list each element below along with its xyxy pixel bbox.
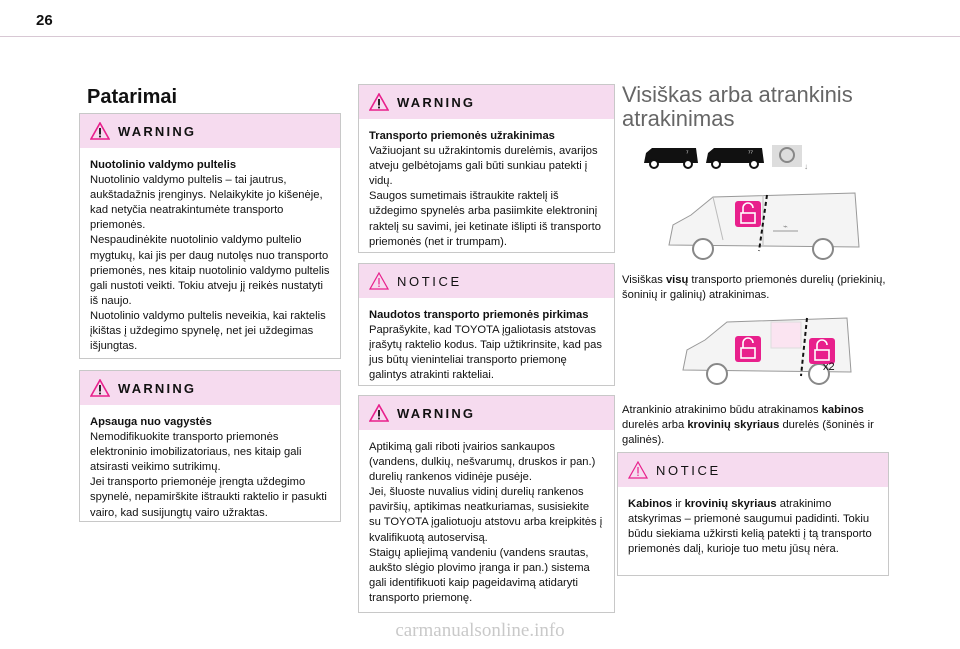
van-short-icon [644,148,698,169]
warning-header: WARNING [80,114,340,148]
warning-body: Apsauga nuo vagystės Nemodifikuokite tra… [80,405,340,531]
box-text: Nuotolinio valdymo pultelis – tai jautru… [90,174,330,353]
notice-label: NOTICE [656,462,721,478]
notice-body: Kabinos ir krovinių skyriaus atrakinimo … [628,498,872,556]
warning-triangle-icon [368,92,390,111]
warning-label: WARNING [118,123,197,139]
subsection-title: Visiškas arba atrankinis atrakinimas [622,82,853,131]
box-heading: Transporto priemonės užrakinimas [369,130,555,142]
warning-triangle-icon [89,121,111,140]
svg-text:x2: x2 [823,361,835,373]
figure-selective-unlock: x2 [677,310,877,390]
box-text: Paprašykite, kad TOYOTA įgaliotasis atst… [369,324,602,382]
warning-box-remote: WARNING Nuotolinio valdymo pultelis Nuot… [79,113,341,359]
warning-triangle-icon [368,403,390,422]
warning-box-theft: WARNING Apsauga nuo vagystės Nemodifikuo… [79,370,341,522]
warning-body: Transporto priemonės užrakinimas Važiuoj… [359,119,614,260]
notice-triangle-icon [368,271,390,290]
warning-box-locking: WARNING Transporto priemonės užrakinimas… [358,84,615,253]
warning-header: WARNING [359,396,614,430]
warning-triangle-icon [89,378,111,397]
box-text: Nemodifikuokite transporto priemonės ele… [90,431,327,519]
paragraph-full-unlock: Visiškas visų transporto priemonės durel… [622,274,886,302]
svg-text:⌁: ⌁ [783,222,788,231]
notice-box-used-vehicle: NOTICE Naudotos transporto priemonės pir… [358,263,615,386]
steering-wheel-icon: ↓ [772,145,808,171]
vehicle-variant-icons: ↓ ⁷ ⁷⁷ [640,143,820,173]
svg-text:⁷: ⁷ [686,150,689,157]
notice-box-separation: NOTICE Kabinos ir krovinių skyriaus atra… [617,452,889,576]
van-long-icon [706,148,764,169]
warning-body: Nuotolinio valdymo pultelis Nuotolinio v… [80,148,340,364]
watermark: carmanualsonline.info [395,620,565,641]
svg-text:↓: ↓ [804,162,808,171]
box-text: Aptikimą gali riboti įvairios sankaupos … [369,441,603,604]
warning-label: WARNING [397,94,476,110]
paragraph-selective-unlock: Atrankinio atrakinimo būdu atrakinamos k… [622,404,874,447]
warning-header: WARNING [359,85,614,119]
box-heading: Apsauga nuo vagystės [90,416,212,428]
warning-label: WARNING [118,380,197,396]
box-text: Važiuojant su užrakintomis durelėmis, av… [369,145,601,248]
notice-header: NOTICE [359,264,614,298]
section-title: Patarimai [87,86,178,108]
notice-body: Naudotos transporto priemonės pirkimas P… [359,298,614,393]
box-heading: Naudotos transporto priemonės pirkimas [369,309,589,321]
notice-label: NOTICE [397,273,462,289]
notice-header: NOTICE [618,453,888,487]
header-rule [0,36,960,37]
warning-header: WARNING [80,371,340,405]
warning-body: Aptikimą gali riboti įvairios sankaupos … [359,430,614,616]
svg-text:⁷⁷: ⁷⁷ [748,150,754,157]
warning-box-detection: WARNING Aptikimą gali riboti įvairios sa… [358,395,615,613]
figure-full-unlock: ⌁ [663,185,863,265]
box-heading: Nuotolinio valdymo pultelis [90,159,237,171]
warning-label: WARNING [397,405,476,421]
page-number: 26 [36,12,53,29]
notice-triangle-icon [627,460,649,479]
